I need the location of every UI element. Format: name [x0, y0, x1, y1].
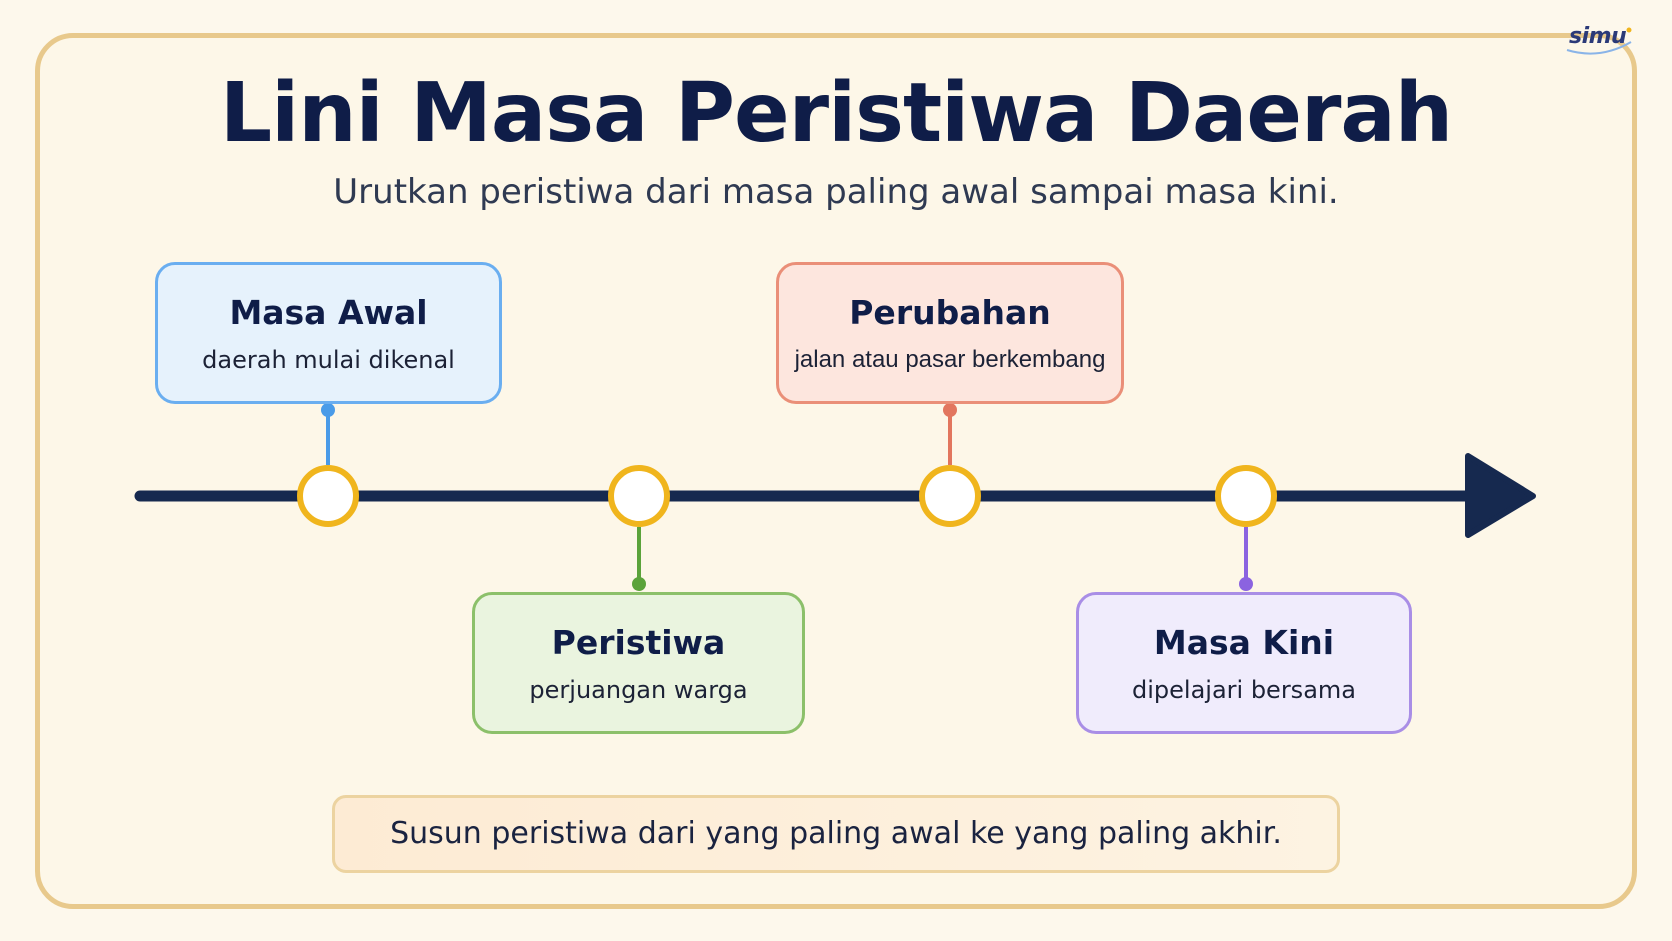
event-description: dipelajari bersama [1132, 676, 1356, 704]
event-card-masa-awal: Masa Awal daerah mulai dikenal [155, 262, 502, 404]
connector-masa-awal [321, 403, 335, 465]
event-card-perubahan: Perubahan jalan atau pasar berkembang [776, 262, 1124, 404]
timeline-marker-3 [919, 465, 981, 527]
event-card-masa-kini: Masa Kini dipelajari bersama [1076, 592, 1412, 734]
logo-text: simu [1569, 24, 1627, 49]
event-description: daerah mulai dikenal [202, 346, 455, 374]
connector-masa-kini [1239, 527, 1253, 591]
timeline-marker-4 [1215, 465, 1277, 527]
timeline-marker-2 [608, 465, 670, 527]
timeline-arrowhead [1465, 453, 1536, 538]
event-description: perjuangan warga [529, 676, 748, 704]
event-title: Masa Kini [1153, 623, 1335, 662]
timeline-marker-1 [297, 465, 359, 527]
connector-peristiwa [632, 527, 646, 591]
event-title: Peristiwa [551, 623, 726, 662]
slide-frame [35, 33, 1637, 909]
page-title: Lini Masa Peristiwa Daerah [219, 66, 1453, 161]
page-subtitle: Urutkan peristiwa dari masa paling awal … [333, 172, 1339, 212]
instruction-note: Susun peristiwa dari yang paling awal ke… [332, 795, 1340, 873]
connector-perubahan [943, 403, 957, 465]
event-title: Masa Awal [229, 293, 428, 332]
simu-logo: simu [1565, 24, 1635, 55]
event-title: Perubahan [849, 293, 1051, 332]
event-description: jalan atau pasar berkembang [794, 346, 1106, 373]
event-card-peristiwa: Peristiwa perjuangan warga [472, 592, 805, 734]
